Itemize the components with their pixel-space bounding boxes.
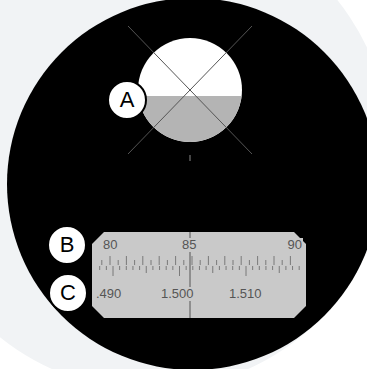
scale-plate [92, 232, 306, 318]
eyepiece-field [7, 0, 367, 369]
refractive-index: 1.500 [160, 287, 195, 301]
callout-circle: C [48, 273, 88, 313]
callout-letter: A [120, 89, 135, 111]
callout-letter: C [60, 282, 76, 304]
scale-panel: 80 85 90 .490 1.500 1.510 [92, 232, 306, 318]
brix-value: 85 [181, 238, 197, 252]
refractive-index: .490 [95, 287, 122, 301]
crosshair [128, 26, 252, 154]
callout-circle: A [107, 80, 147, 120]
scale-outline [92, 232, 306, 318]
callout-circle: B [47, 225, 87, 265]
callout-letter: B [60, 234, 75, 256]
index-tick [190, 155, 191, 161]
crosshair [128, 26, 252, 154]
scale-ticks [100, 256, 300, 276]
brix-value: 90 [287, 238, 303, 252]
brix-value: 80 [102, 238, 118, 252]
refractive-index: 1.510 [228, 287, 263, 301]
sight-circle [130, 30, 250, 156]
